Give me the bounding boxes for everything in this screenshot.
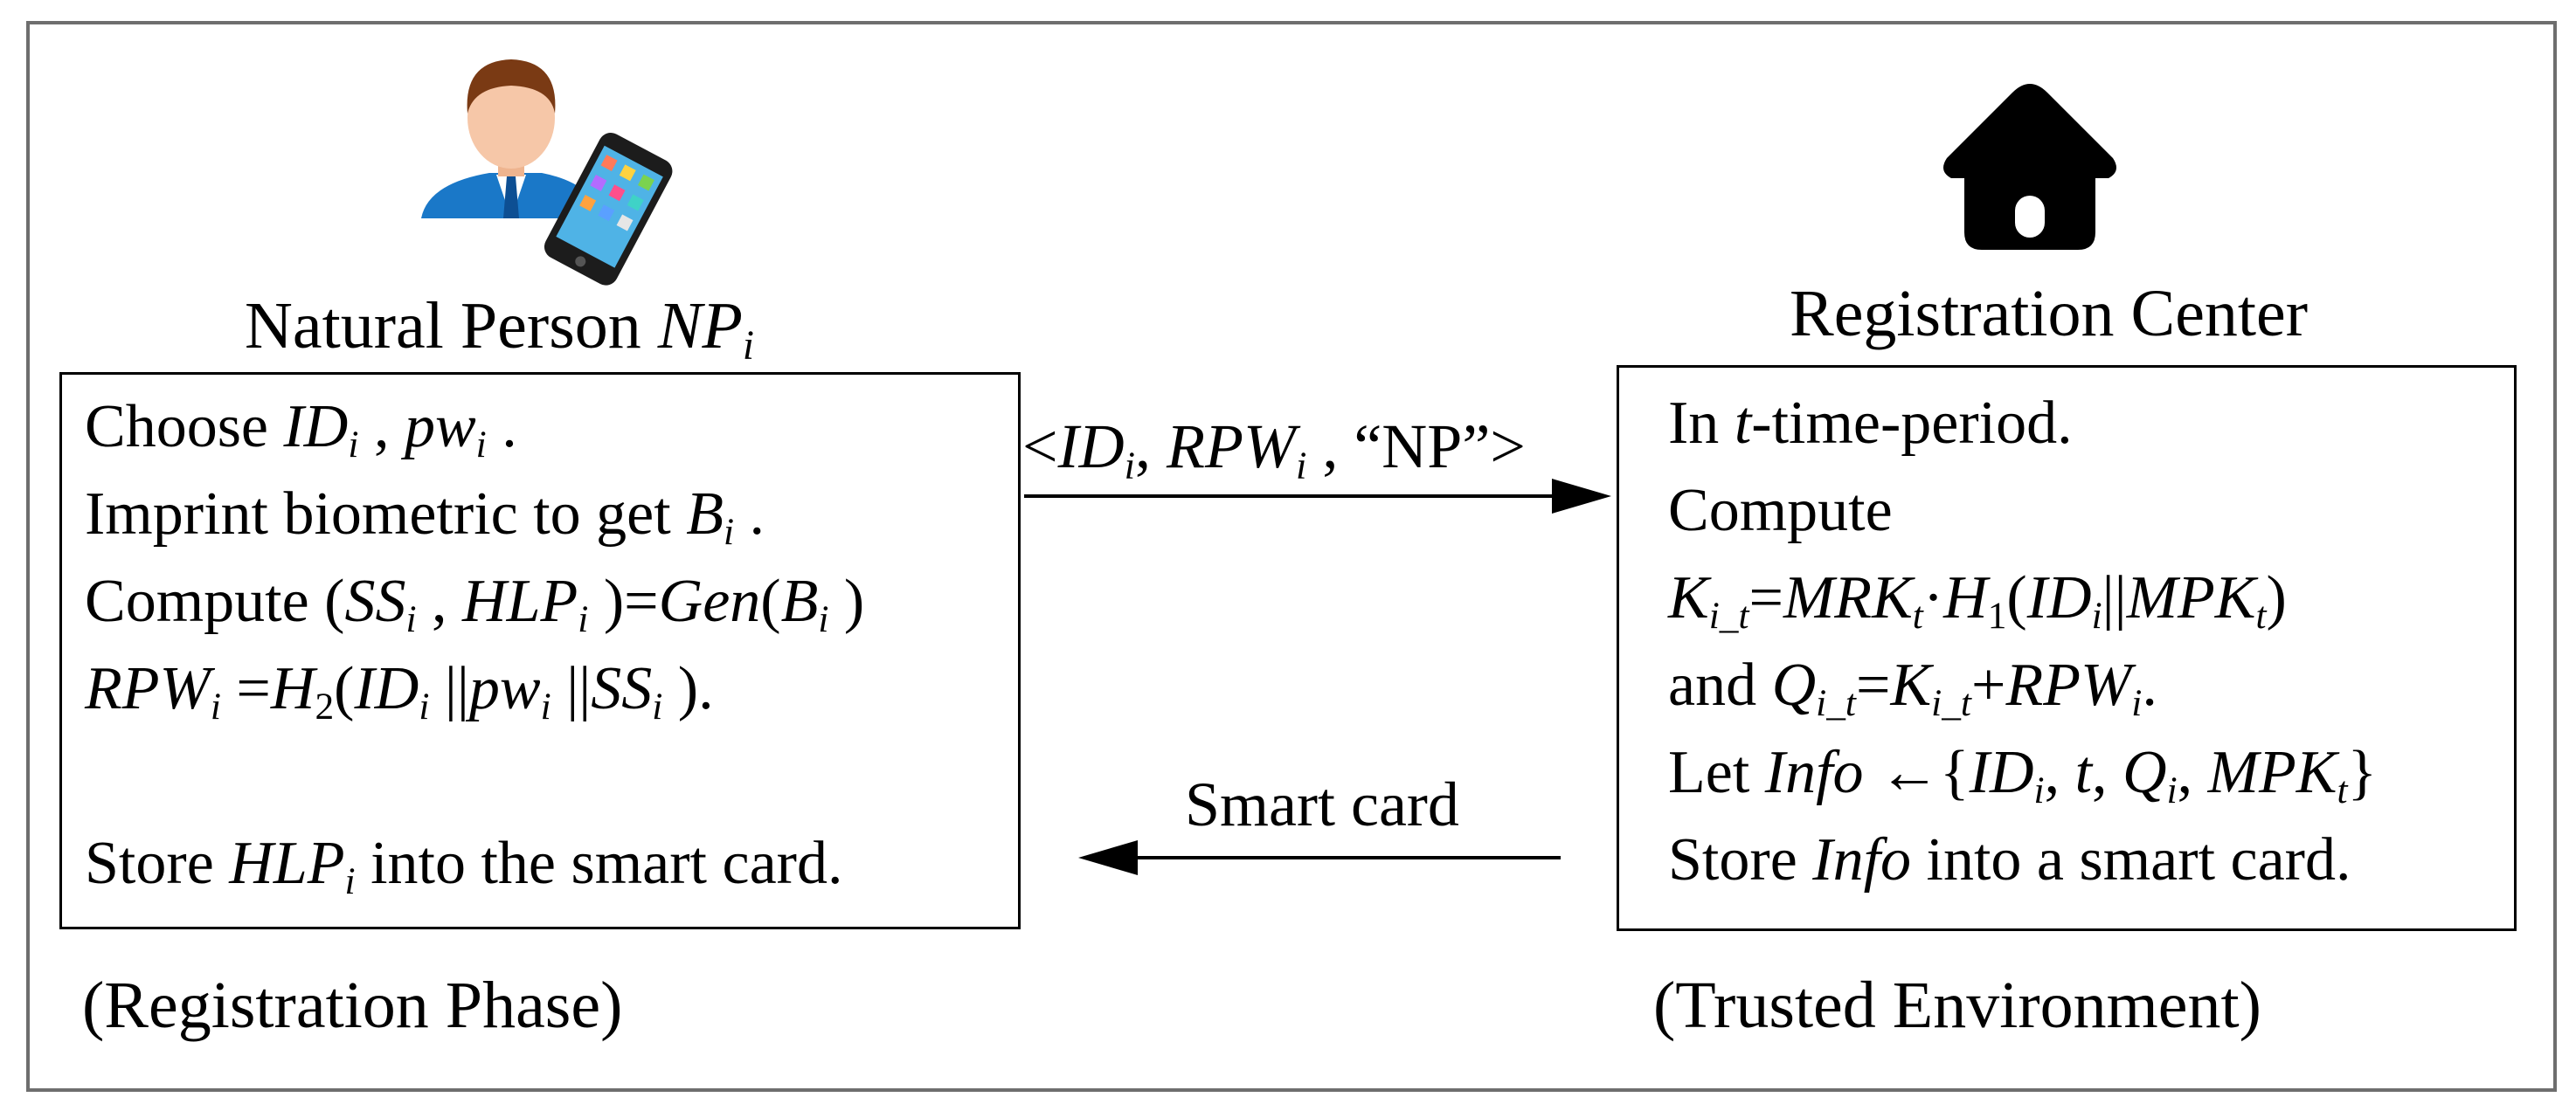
imprint-biometric-line: Imprint biometric to get Bi . — [85, 480, 765, 554]
compute-gen-line: Compute (SSi , HLPi )=Gen(Bi ) — [85, 568, 865, 641]
info-set-line: Let Info ←{IDi, t, Qi, MPKt} — [1668, 739, 2378, 812]
q-formula-line: and Qi_t=Ki_t+RPWi. — [1668, 652, 2157, 725]
person-with-phone-icon — [421, 59, 673, 286]
choose-id-line: Choose IDi , pwi . — [85, 393, 517, 466]
rpw-formula-line: RPWi =H2(IDi ||pwi ||SSi ). — [85, 655, 714, 728]
trusted-environment-caption: (Trusted Environment) — [1653, 969, 2261, 1042]
arrow-to-natural-person — [1078, 840, 1561, 875]
store-hlp-line: Store HLPi into the smart card. — [85, 830, 843, 903]
natural-person-box: Choose IDi , pwi . Imprint biometric to … — [59, 372, 1021, 929]
registration-center-title: Registration Center — [1790, 277, 2309, 350]
registration-phase-caption: (Registration Phase) — [82, 969, 623, 1042]
diagram-frame — [26, 21, 2557, 1092]
registration-center-box: In t-time-period. Compute Ki_t=MRKt·H1(I… — [1617, 365, 2517, 931]
store-info-line: Store Info into a smart card. — [1668, 826, 2351, 894]
house-icon — [1943, 84, 2116, 250]
time-period-line: In t-time-period. — [1668, 390, 2073, 457]
compute-label-line: Compute — [1668, 477, 1893, 544]
natural-person-title: Natural Person NPi — [245, 289, 754, 369]
k-formula-line: Ki_t=MRKt·H1(IDi||MPKt) — [1668, 564, 2287, 638]
message-label-to-np: Smart card — [1185, 769, 1459, 839]
arrow-to-registration-center — [1024, 479, 1611, 514]
message-label-to-rc: <IDi, RPWi , “NP”> — [1022, 411, 1526, 487]
